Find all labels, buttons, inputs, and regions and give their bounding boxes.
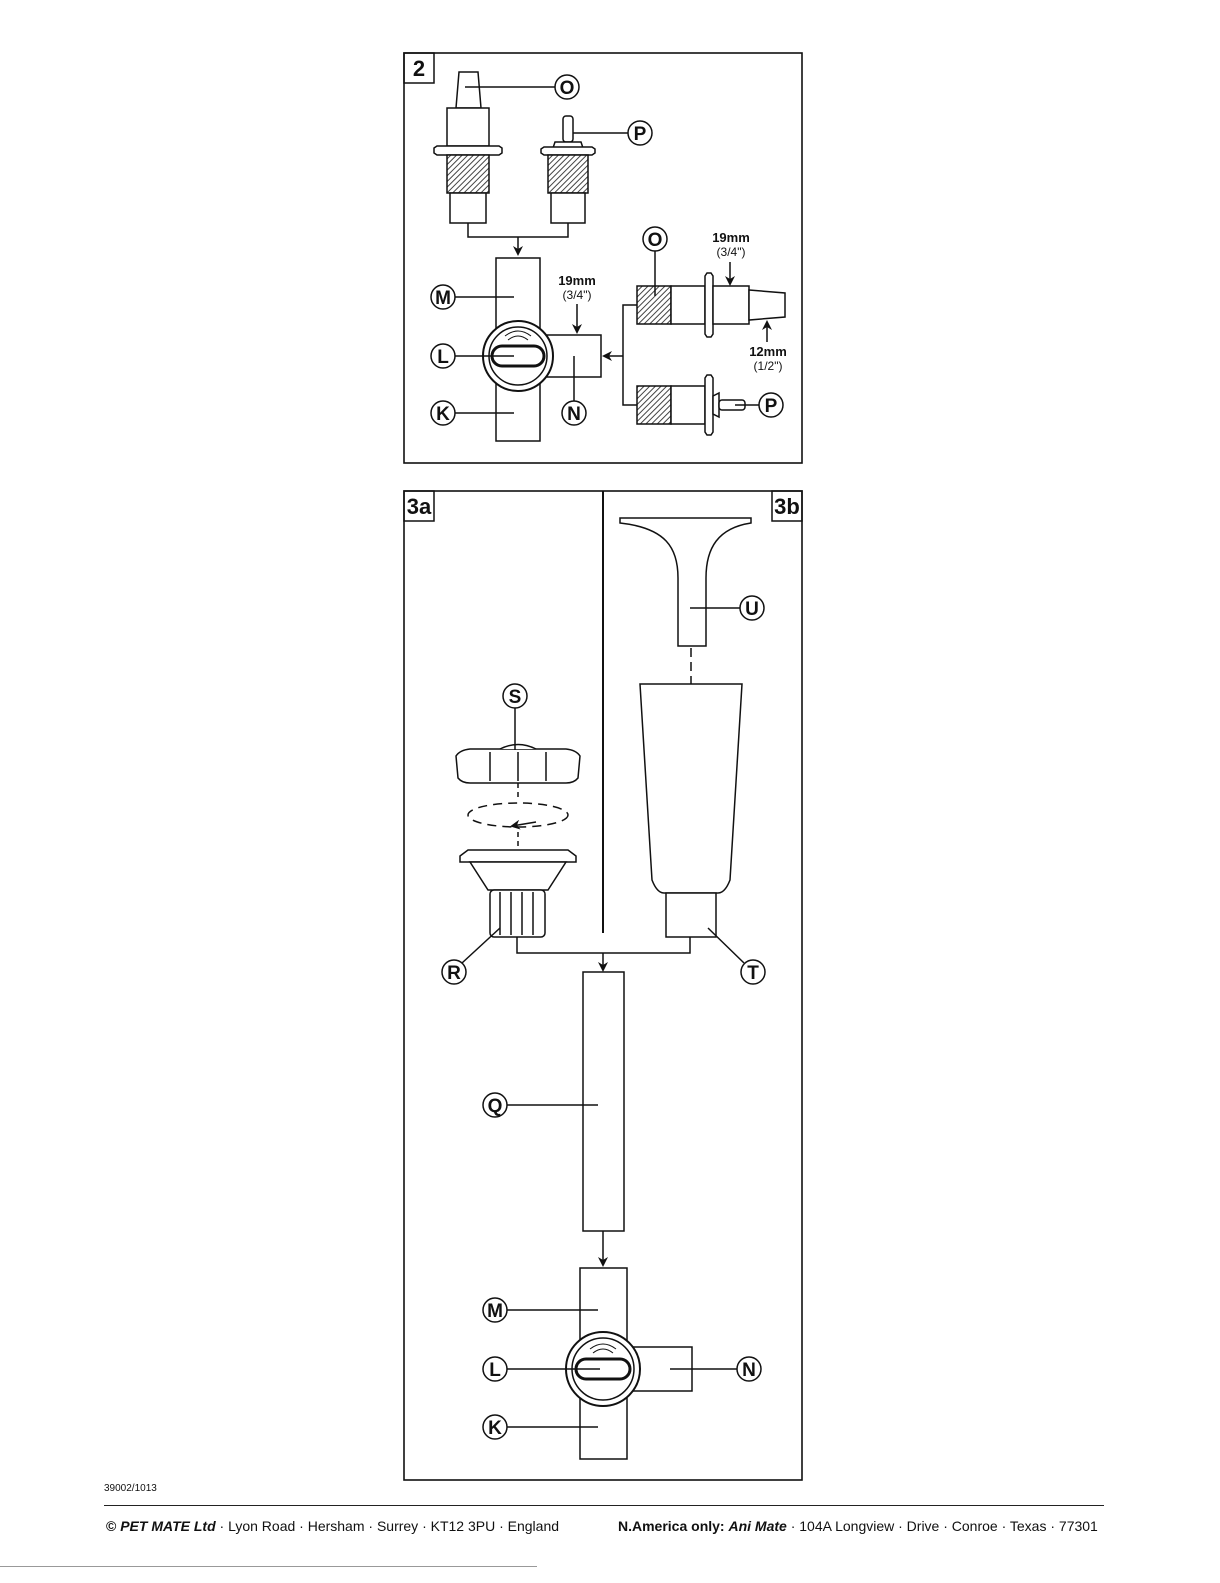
na-address: · 104A Longview · Drive · Conroe · Texas… (791, 1518, 1098, 1534)
na-company: Ani Mate (728, 1518, 786, 1534)
leader-r (462, 928, 500, 963)
adapter-p-horizontal (637, 375, 745, 435)
panel-3a-number: 3a (407, 494, 432, 519)
adapter-o-horizontal (637, 273, 785, 337)
leader-t (708, 928, 744, 963)
label-t: T (747, 963, 759, 984)
join-line-top (468, 223, 568, 237)
rotation-ellipse (468, 803, 568, 827)
funnel-u (620, 518, 751, 646)
label-k-2: K (436, 404, 450, 425)
reservoir-t (640, 684, 742, 937)
insert-r (460, 850, 576, 937)
footer-company-address: © PET MATE Ltd · Lyon Road · Hersham · S… (106, 1518, 559, 1534)
dim-1-value: 19mm (558, 273, 596, 288)
copyright-symbol: © (106, 1518, 116, 1534)
footer-na-address: N.America only: Ani Mate · 104A Longview… (618, 1518, 1098, 1534)
valve-body-3 (566, 1268, 692, 1459)
dim-1-sub: (3/4") (563, 288, 592, 302)
join-line-3 (517, 937, 690, 953)
na-label: N.America only: (618, 1518, 725, 1534)
dim-2-value: 19mm (712, 230, 750, 245)
label-p-right: P (765, 396, 778, 417)
company-name: PET MATE Ltd (120, 1518, 215, 1534)
join-line-right (623, 305, 637, 405)
label-s: S (509, 687, 522, 708)
tube-q (583, 972, 624, 1231)
label-u: U (745, 599, 759, 620)
dim-3-value: 12mm (749, 344, 787, 359)
rotation-arrow (512, 822, 536, 826)
cap-s (456, 745, 580, 801)
label-m-3: M (487, 1301, 503, 1322)
document-code: 39002/1013 (104, 1483, 157, 1494)
label-n-2: N (567, 404, 581, 425)
panel-3b-number: 3b (774, 494, 800, 519)
label-k-3: K (488, 1418, 502, 1439)
label-q: Q (488, 1096, 503, 1117)
panel-2-number: 2 (413, 56, 425, 81)
adapter-o-top (434, 72, 502, 223)
label-r: R (447, 963, 461, 984)
label-l-3: L (489, 1360, 501, 1381)
page-edge-line (0, 1566, 537, 1567)
label-p-top: P (634, 124, 647, 145)
label-o-right: O (648, 230, 663, 251)
label-l-2: L (437, 347, 449, 368)
label-n-3: N (742, 1360, 756, 1381)
dim-2-sub: (3/4") (717, 245, 746, 259)
label-o-top: O (560, 78, 575, 99)
footer-divider (104, 1505, 1104, 1506)
company-address: · Lyon Road · Hersham · Surrey · KT12 3P… (220, 1518, 560, 1534)
adapter-p-top (541, 116, 595, 223)
dim-3-sub: (1/2") (754, 359, 783, 373)
label-m-2: M (435, 288, 451, 309)
